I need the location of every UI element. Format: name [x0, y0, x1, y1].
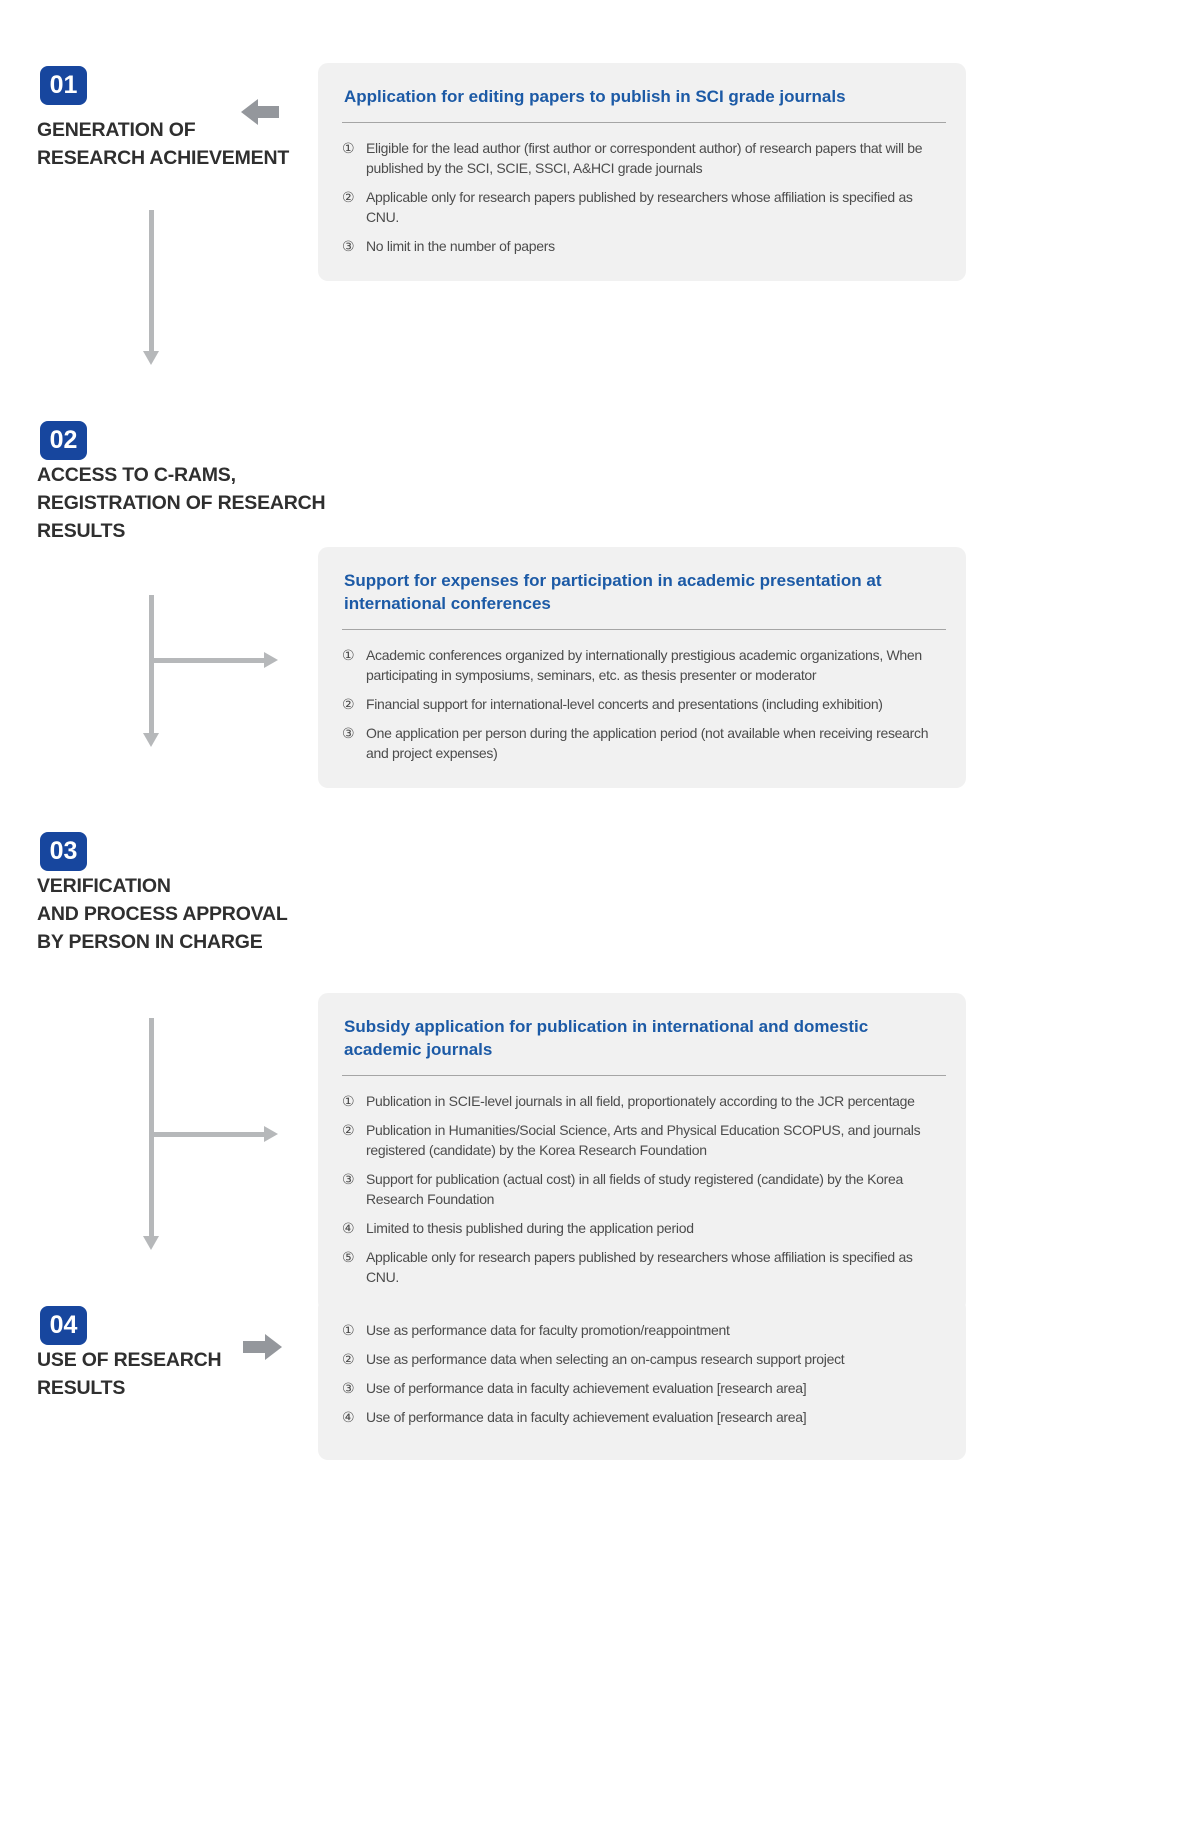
list-item: ④ Use of performance data in faculty ach… [342, 1407, 948, 1427]
item-marker: ① [342, 1322, 355, 1338]
step-badge-04: 04 [40, 1306, 87, 1345]
item-text: Applicable only for research papers publ… [366, 189, 913, 225]
step-title-01: GENERATION OF RESEARCH ACHIEVEMENT [37, 119, 290, 169]
item-marker: ① [342, 647, 355, 663]
item-text: Use as performance data when selecting a… [366, 1351, 845, 1367]
item-text: Support for publication (actual cost) in… [366, 1171, 903, 1207]
item-marker: ③ [342, 238, 355, 254]
list-item: ② Use as performance data when selecting… [342, 1349, 948, 1369]
list-item: ② Financial support for international-le… [342, 694, 948, 714]
card-conference-support: Support for expenses for participation i… [318, 547, 966, 788]
item-text: Publication in Humanities/Social Science… [366, 1122, 921, 1158]
item-text: No limit in the number of papers [366, 238, 555, 254]
arrow-down-connector [143, 1018, 160, 1250]
step-badge-02: 02 [40, 421, 87, 460]
arrow-right-connector [150, 652, 278, 669]
list-item: ① Publication in SCIE-level journals in … [342, 1091, 948, 1111]
item-text: Financial support for international-leve… [366, 696, 883, 712]
item-text: Use of performance data in faculty achie… [366, 1409, 807, 1425]
list-item: ⑤ Applicable only for research papers pu… [342, 1247, 948, 1287]
item-marker: ② [342, 696, 355, 712]
item-marker: ③ [342, 725, 355, 741]
list-item: ① Use as performance data for faculty pr… [342, 1320, 948, 1340]
arrow-down-connector [143, 210, 160, 365]
item-marker: ④ [342, 1220, 355, 1236]
list-item: ③ One application per person during the … [342, 723, 948, 763]
item-marker: ⑤ [342, 1249, 355, 1265]
card-sci-journal-editing: Application for editing papers to publis… [318, 63, 966, 281]
list-item: ④ Limited to thesis published during the… [342, 1218, 948, 1238]
list-item: ② Publication in Humanities/Social Scien… [342, 1120, 948, 1160]
card-title: Support for expenses for participation i… [342, 567, 946, 630]
card-title: Application for editing papers to publis… [342, 83, 946, 123]
arrow-left-icon [241, 99, 281, 125]
item-marker: ② [342, 1351, 355, 1367]
step-badge-01: 01 [40, 66, 87, 105]
list-item: ① Eligible for the lead author (first au… [342, 138, 948, 178]
list-item: ③ Use of performance data in faculty ach… [342, 1378, 948, 1398]
list-item: ③ Support for publication (actual cost) … [342, 1169, 948, 1209]
list-item: ② Applicable only for research papers pu… [342, 187, 948, 227]
item-marker: ③ [342, 1171, 355, 1187]
step-badge-03: 03 [40, 832, 87, 871]
item-text: Use of performance data in faculty achie… [366, 1380, 807, 1396]
item-marker: ④ [342, 1409, 355, 1425]
arrow-right-connector [150, 1126, 278, 1143]
card-publication-subsidy: Subsidy application for publication in i… [318, 993, 966, 1312]
item-text: Eligible for the lead author (first auth… [366, 140, 923, 176]
list-item: ③ No limit in the number of papers [342, 236, 948, 256]
arrow-right-icon [243, 1334, 283, 1360]
step-title-03: VERIFICATION AND PROCESS APPROVAL BY PER… [37, 875, 288, 953]
item-marker: ③ [342, 1380, 355, 1396]
arrow-down-connector [143, 595, 160, 747]
item-text: Publication in SCIE-level journals in al… [366, 1093, 915, 1109]
card-use-of-results: ① Use as performance data for faculty pr… [318, 1298, 966, 1460]
item-text: Applicable only for research papers publ… [366, 1249, 913, 1285]
item-text: Limited to thesis published during the a… [366, 1220, 694, 1236]
item-marker: ① [342, 140, 355, 156]
item-text: Academic conferences organized by intern… [366, 647, 922, 683]
item-text: Use as performance data for faculty prom… [366, 1322, 730, 1338]
list-item: ① Academic conferences organized by inte… [342, 645, 948, 685]
card-title: Subsidy application for publication in i… [342, 1013, 946, 1076]
item-text: One application per person during the ap… [366, 725, 929, 761]
step-title-04: USE OF RESEARCH RESULTS [37, 1349, 222, 1399]
item-marker: ② [342, 1122, 355, 1138]
item-marker: ② [342, 189, 355, 205]
step-title-02: ACCESS TO C-RAMS, REGISTRATION OF RESEAR… [37, 464, 326, 542]
item-marker: ① [342, 1093, 355, 1109]
